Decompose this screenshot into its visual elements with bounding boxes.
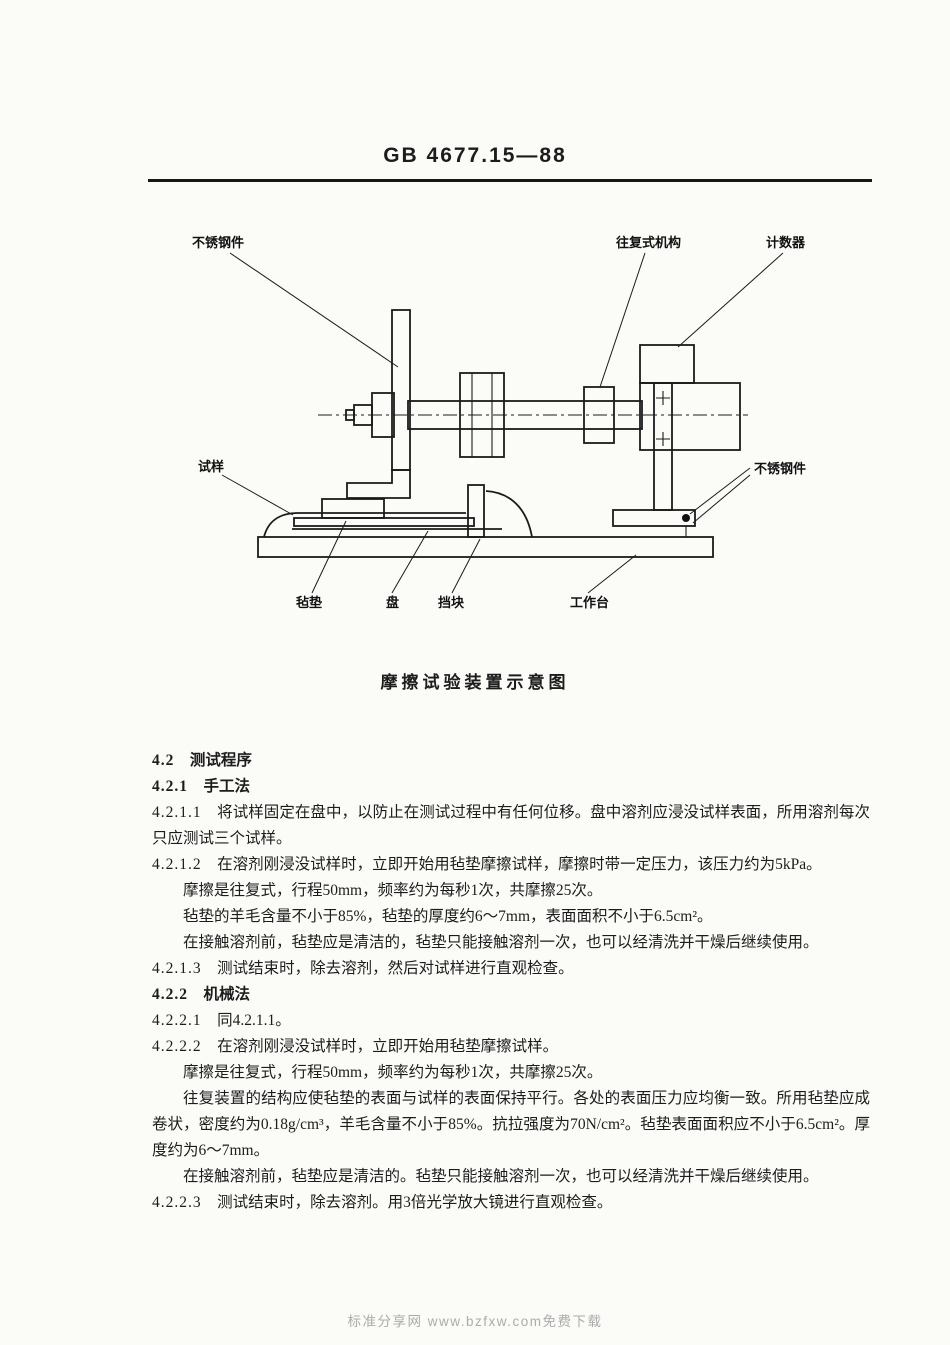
label-worktable: 工作台 — [570, 595, 609, 610]
leader-tray — [391, 530, 429, 594]
felt-pad-shape — [321, 498, 385, 519]
clause-number: 4.2.2.2 — [152, 1038, 202, 1055]
leader-specimen — [221, 474, 294, 516]
label-stainless-top-left: 不锈钢件 — [192, 235, 244, 250]
clause-paragraph: 4.2 测试程序 — [152, 748, 870, 774]
friction-apparatus-diagram: 不锈钢件 往复式机构 计数器 试样 不锈钢件 毡垫 盘 挡块 工作台 — [0, 215, 950, 645]
stop-block-shape — [467, 484, 485, 538]
worktable-surface — [257, 536, 714, 558]
label-tray: 盘 — [386, 595, 399, 610]
clause-text: 摩擦是往复式，行程50mm，频率约为每秒1次，共摩擦25次。 — [183, 1064, 603, 1081]
drive-cylinder — [639, 382, 741, 451]
counter-box — [639, 344, 695, 384]
label-counter: 计数器 — [766, 235, 806, 250]
clause-paragraph: 4.2.2.1 同4.2.1.1。 — [152, 1008, 870, 1034]
clause-text: 摩擦是往复式，行程50mm，频率约为每秒1次，共摩擦25次。 — [183, 882, 603, 899]
clause-text: 将试样固定在盘中，以防止在测试过程中有任何位移。盘中溶剂应浸没试样表面，所用溶剂… — [152, 804, 870, 847]
clause-text: 测试程序 — [189, 752, 252, 769]
clause-number: 4.2 — [152, 752, 175, 769]
clause-paragraph: 4.2.1.3 测试结束时，除去溶剂，然后对试样进行直观检查。 — [152, 956, 870, 982]
tray-left-rim — [263, 512, 466, 538]
leader-stainless-top-left — [229, 252, 399, 368]
rod-collar-right — [583, 386, 615, 444]
leader-reciprocating — [599, 252, 646, 388]
leader-stainless-right-1 — [689, 467, 751, 515]
header-divider — [148, 179, 872, 182]
watermark-text: 标准分享网 www.bzfxw.com免费下载 — [347, 1314, 603, 1329]
leader-stop-block — [451, 538, 481, 594]
clause-text: 机械法 — [203, 986, 251, 1003]
leader-felt-pad — [311, 520, 347, 594]
clause-text: 在接触溶剂前，毡垫应是清洁的。毡垫只能接触溶剂一次，也可以经清洗并干燥后继续使用… — [183, 1168, 819, 1185]
left-bracket-foot — [346, 469, 411, 499]
leader-worktable — [587, 554, 637, 594]
clause-number: 4.2.2.1 — [152, 1012, 202, 1029]
clause-text: 在溶剂刚浸没试样时，立即开始用毡垫摩擦试样，摩擦时带一定压力，该压力约为5kPa… — [217, 856, 822, 873]
cross-mark-bottom — [656, 432, 670, 446]
tray-right-rim — [485, 490, 533, 538]
leader-stainless-right-2 — [692, 474, 751, 524]
clause-number: 4.2.1.2 — [152, 856, 202, 873]
clause-number: 4.2.1 — [152, 778, 188, 795]
rod-flange — [371, 392, 395, 438]
clause-paragraph: 摩擦是往复式，行程50mm，频率约为每秒1次，共摩擦25次。 — [152, 878, 870, 904]
clause-text: 同4.2.1.1。 — [217, 1012, 291, 1029]
clause-text: 在溶剂刚浸没试样时，立即开始用毡垫摩擦试样。 — [217, 1038, 559, 1055]
label-stop-block: 挡块 — [438, 595, 465, 610]
left-bracket-column — [391, 309, 411, 471]
clause-paragraph: 4.2.2.2 在溶剂刚浸没试样时，立即开始用毡垫摩擦试样。 — [152, 1034, 870, 1060]
clause-paragraph: 毡垫的羊毛含量不小于85%，毡垫的厚度约6～7mm，表面面积不小于6.5cm²。 — [152, 904, 870, 930]
clause-number: 4.2.2 — [152, 986, 188, 1003]
clause-paragraph: 4.2.2.3 测试结束时，除去溶剂。用3倍光学放大镜进行直观检查。 — [152, 1190, 870, 1216]
specimen-shape — [293, 517, 475, 527]
clause-text: 往复装置的结构应使毡垫的表面与试样的表面保持平行。各处的表面压力应均衡一致。所用… — [152, 1090, 870, 1159]
clause-text: 在接触溶剂前，毡垫应是清洁的，毡垫只能接触溶剂一次，也可以经清洗并干燥后继续使用… — [183, 934, 819, 951]
clause-paragraph: 摩擦是往复式，行程50mm，频率约为每秒1次，共摩擦25次。 — [152, 1060, 870, 1086]
clause-paragraph: 4.2.1 手工法 — [152, 774, 870, 800]
label-reciprocating-mechanism: 往复式机构 — [616, 235, 681, 250]
page-title: GB 4677.15—88 — [383, 144, 567, 167]
clause-paragraph: 4.2.1.2 在溶剂刚浸没试样时，立即开始用毡垫摩擦试样，摩擦时带一定压力，该压… — [152, 852, 870, 878]
drive-rod — [407, 400, 643, 430]
label-stainless-right: 不锈钢件 — [754, 461, 806, 476]
clause-paragraph: 往复装置的结构应使毡垫的表面与试样的表面保持平行。各处的表面压力应均衡一致。所用… — [152, 1086, 870, 1164]
clause-text: 毡垫的羊毛含量不小于85%，毡垫的厚度约6～7mm，表面面积不小于6.5cm²。 — [183, 908, 713, 925]
cross-mark-top — [656, 391, 670, 405]
clause-text: 测试结束时，除去溶剂，然后对试样进行直观检查。 — [217, 960, 574, 977]
figure-caption: 摩擦试验装置示意图 — [380, 673, 570, 692]
clause-paragraph: 4.2.2 机械法 — [152, 982, 870, 1008]
rod-collar-left — [459, 372, 505, 458]
leader-counter — [677, 252, 784, 348]
base-plate — [612, 509, 696, 527]
clause-text: 手工法 — [203, 778, 251, 795]
clause-text: 测试结束时，除去溶剂。用3倍光学放大镜进行直观检查。 — [217, 1194, 613, 1211]
label-felt-pad: 毡垫 — [295, 595, 322, 610]
clause-number: 4.2.1.3 — [152, 960, 202, 977]
apparatus-schematic-svg: 不锈钢件 往复式机构 计数器 试样 不锈钢件 毡垫 盘 挡块 工作台 — [192, 235, 806, 610]
clause-number: 4.2.2.3 — [152, 1194, 202, 1211]
clause-paragraph: 在接触溶剂前，毡垫应是清洁的。毡垫只能接触溶剂一次，也可以经清洗并干燥后继续使用… — [152, 1164, 870, 1190]
clause-paragraph: 在接触溶剂前，毡垫应是清洁的，毡垫只能接触溶剂一次，也可以经清洗并干燥后继续使用… — [152, 930, 870, 956]
label-specimen: 试样 — [198, 459, 224, 474]
bolt-dot — [682, 514, 690, 522]
clause-number: 4.2.1.1 — [152, 804, 202, 821]
